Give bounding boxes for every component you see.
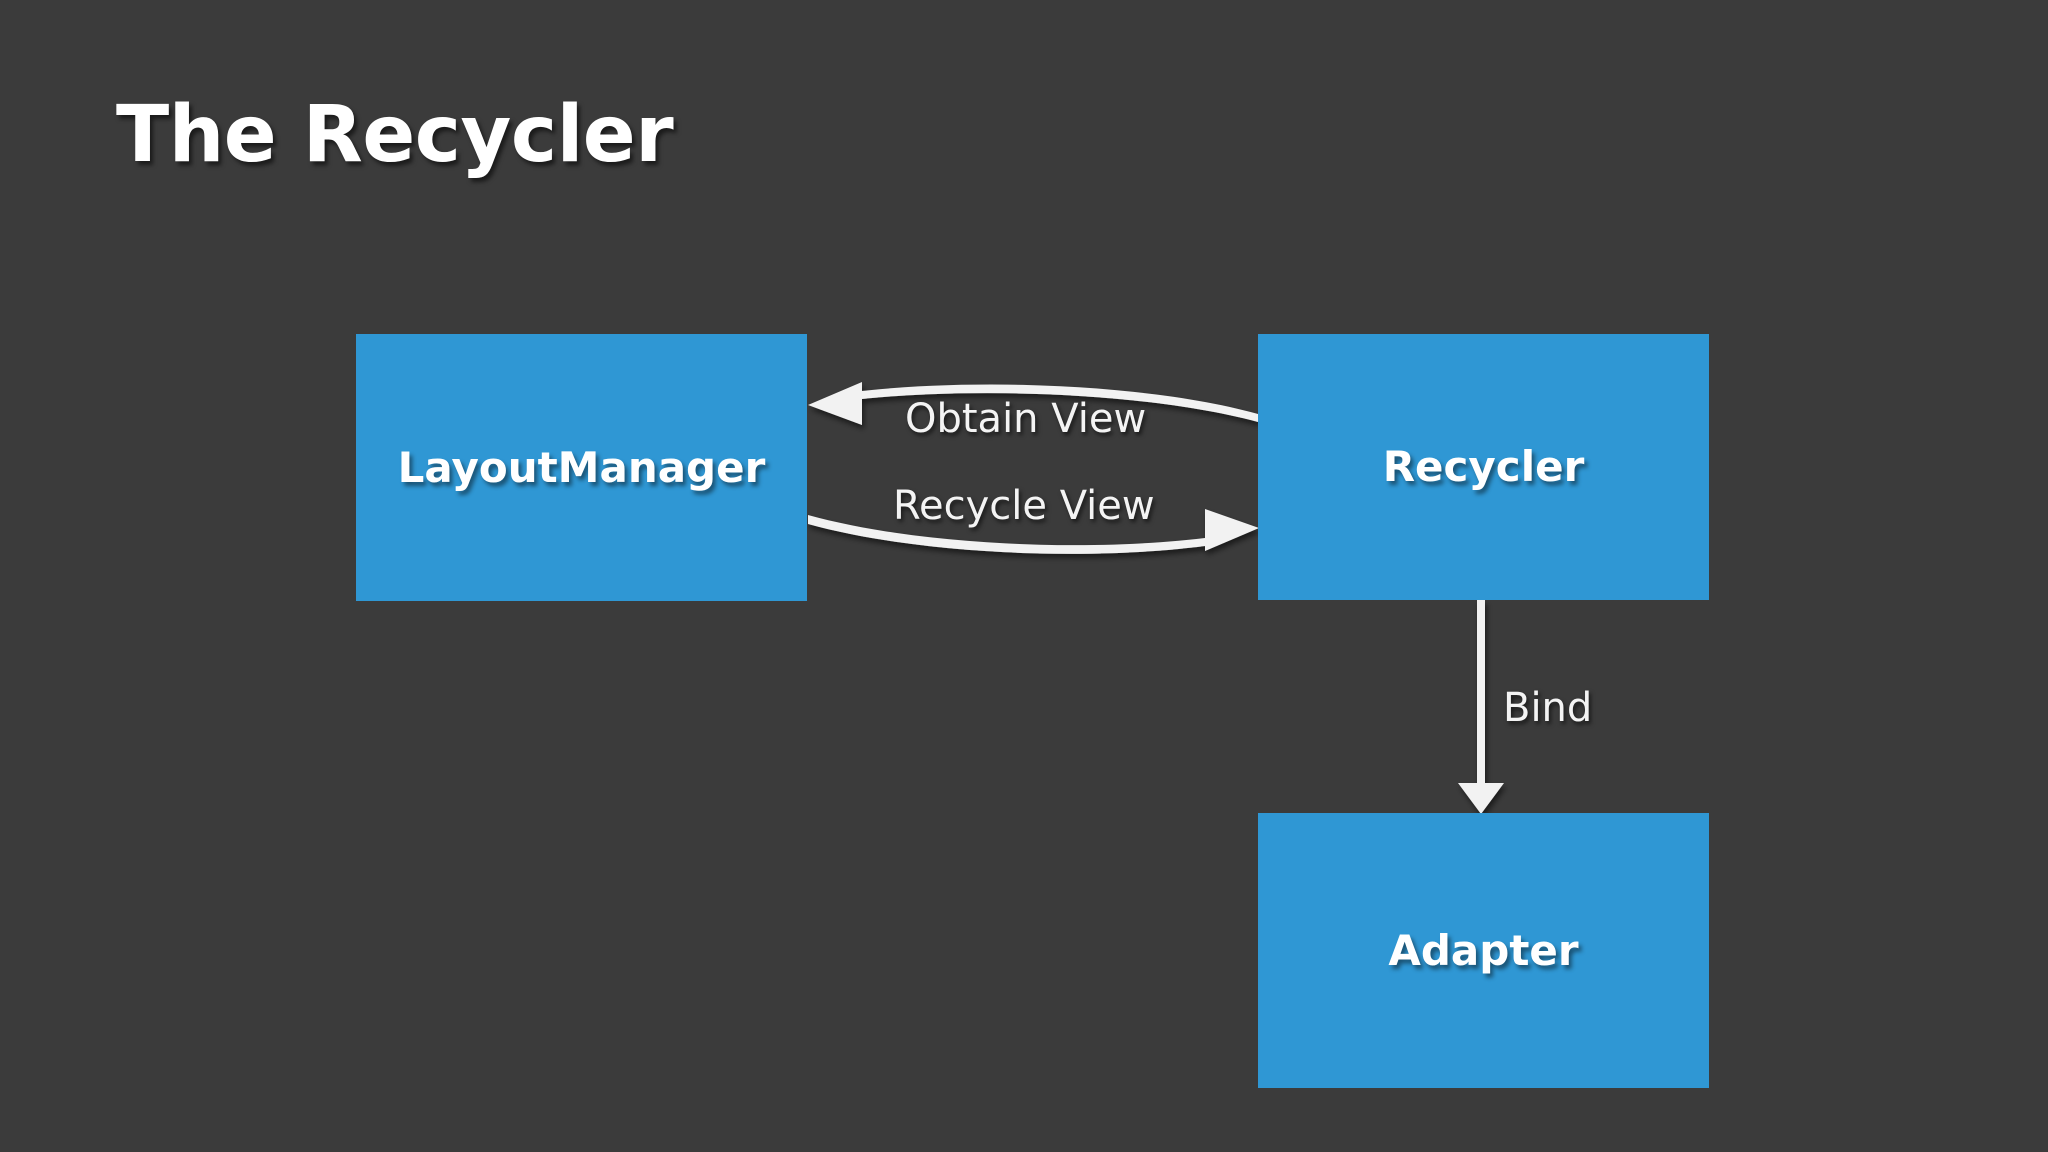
node-recycler-label: Recycler — [1382, 442, 1585, 491]
node-layoutmanager[interactable]: LayoutManager — [356, 334, 807, 601]
edge-label-recycle-view: Recycle View — [893, 483, 1155, 529]
node-adapter-label: Adapter — [1388, 925, 1579, 975]
node-adapter[interactable]: Adapter — [1258, 813, 1709, 1088]
node-recycler[interactable]: Recycler — [1258, 334, 1709, 600]
edge-label-bind: Bind — [1503, 685, 1593, 731]
node-layoutmanager-label: LayoutManager — [397, 442, 766, 492]
arrow-bind — [1458, 600, 1504, 814]
edge-label-obtain-view: Obtain View — [905, 396, 1147, 442]
page-title: The Recycler — [116, 90, 674, 180]
